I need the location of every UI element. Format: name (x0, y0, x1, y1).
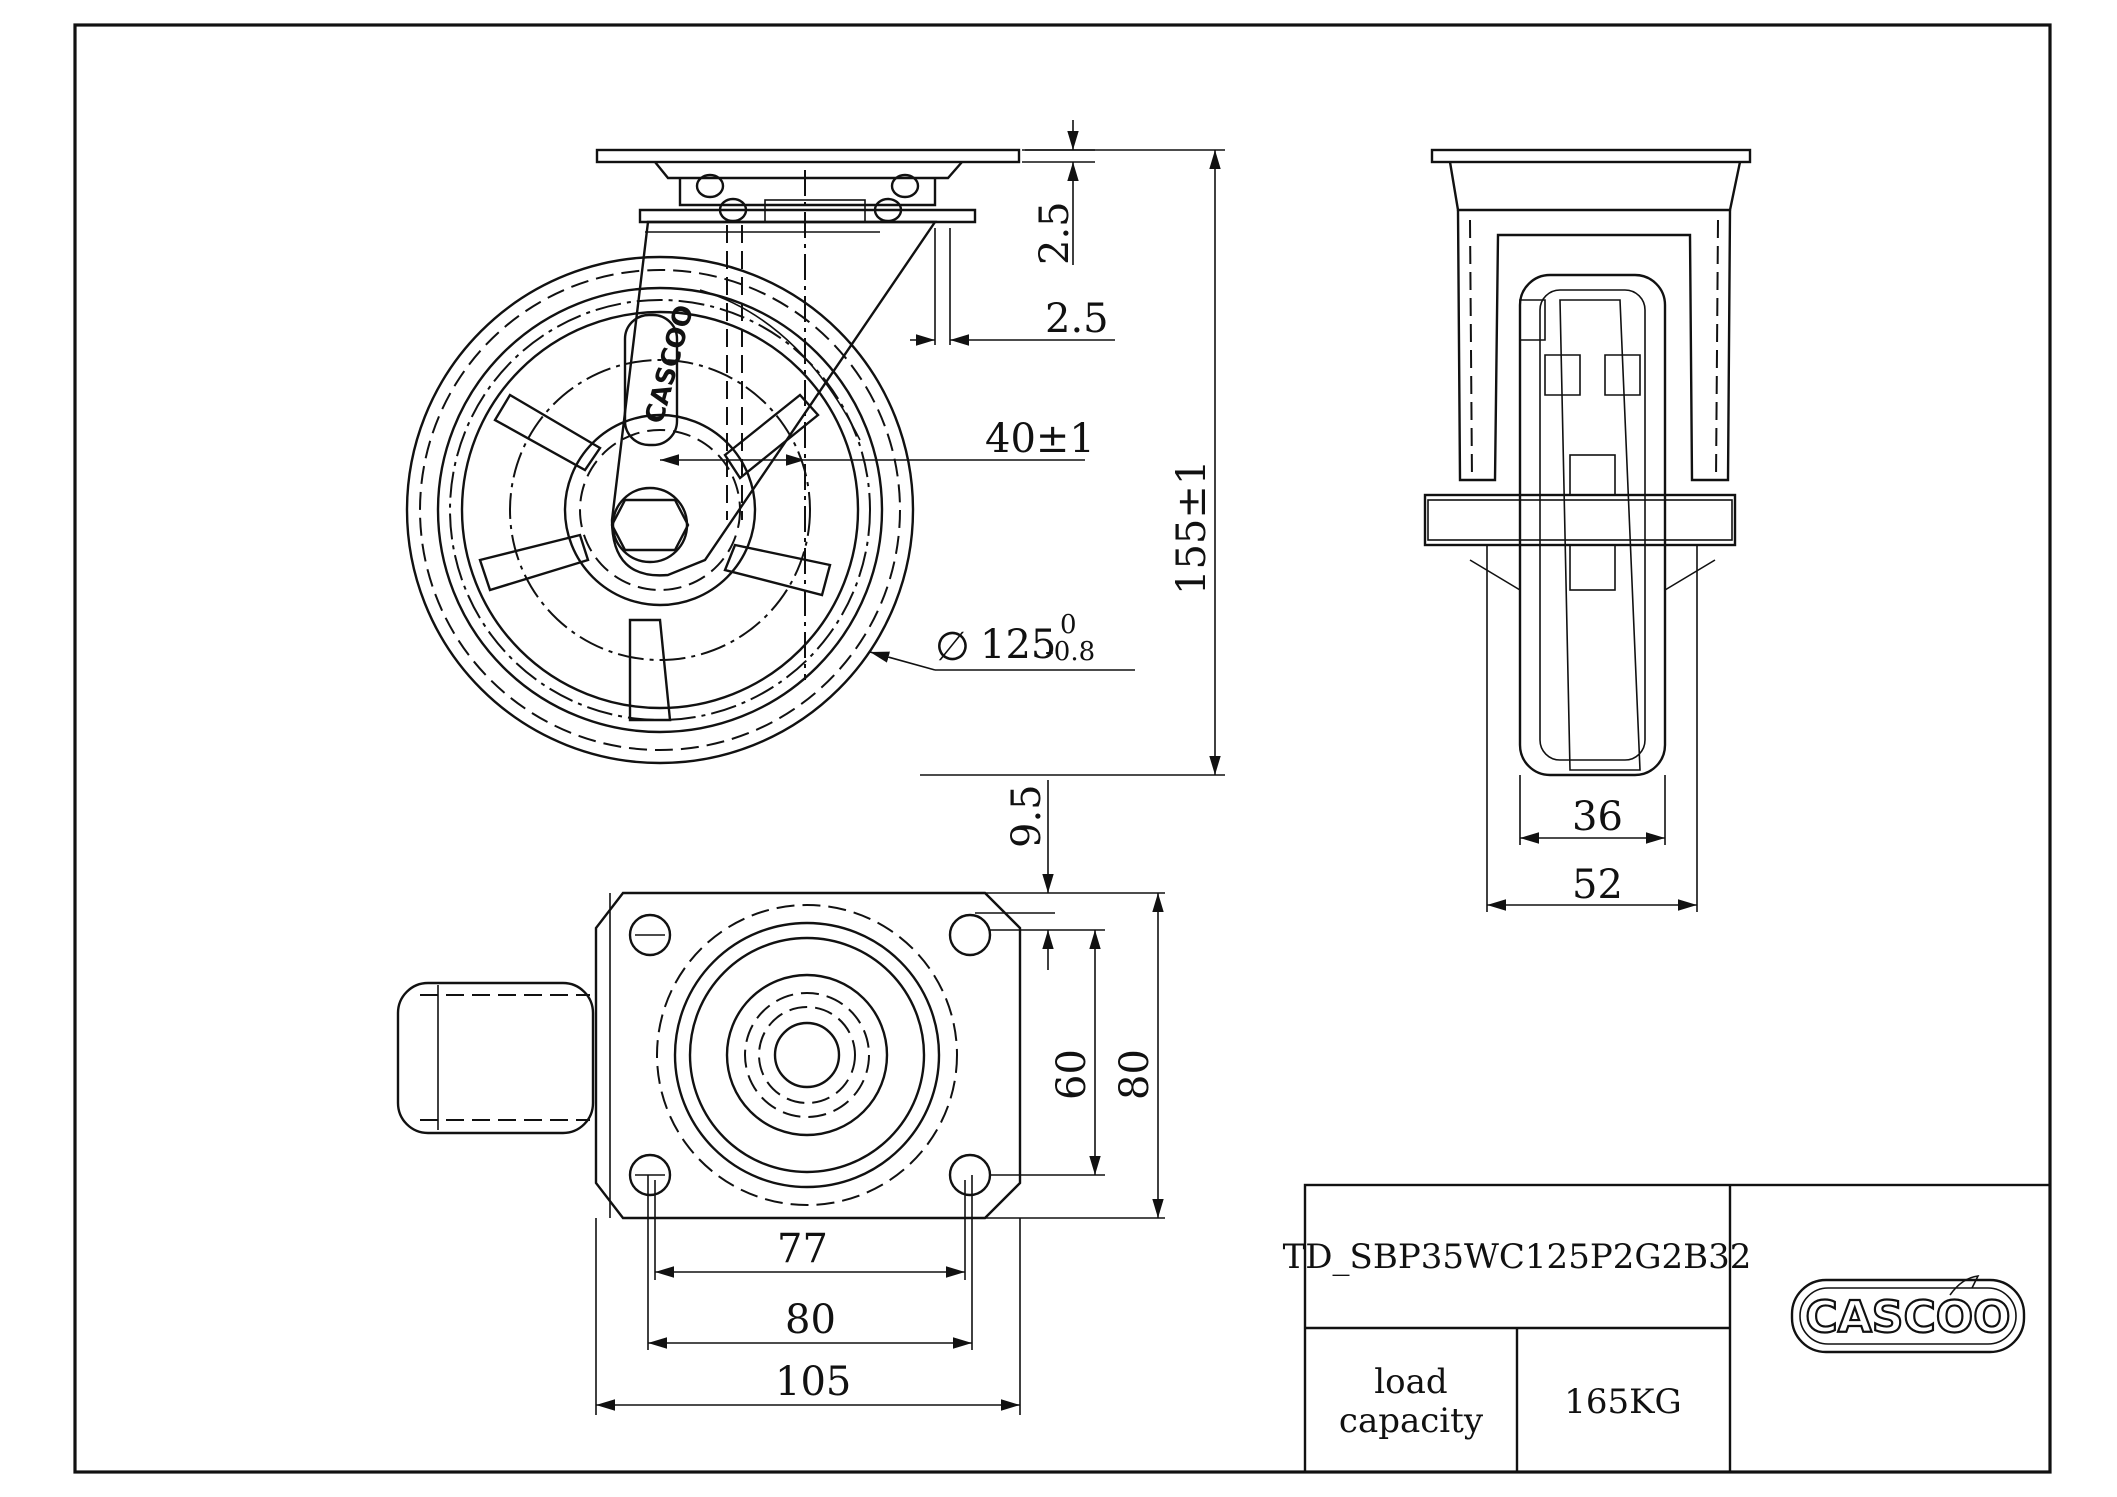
load-label-line2: capacity (1339, 1401, 1484, 1441)
brand-logo: CASCOO (1790, 1275, 2026, 1354)
drawing-frame (73, 23, 2052, 1474)
title-block: TD_SBP35WC125P2G2B32 load capacity 165KG (1283, 1183, 2052, 1474)
side-view (1423, 148, 1752, 777)
dim-top-gap: 2.5 (1032, 201, 1078, 265)
dim-fork-width: 52 (1572, 862, 1623, 908)
front-view-dimensions: 2.5 2.5 40±1 155±1 ∅ 125 0 -0.8 (660, 120, 1225, 776)
dim-diameter-symbol: ∅ (935, 624, 970, 670)
dim-offset: 2.5 (1045, 296, 1109, 342)
model-number: TD_SBP35WC125P2G2B32 (1283, 1237, 1752, 1277)
top-view-dimensions: 9.5 60 80 77 80 105 (595, 780, 1165, 1415)
dim-tread-width: 36 (1572, 794, 1623, 840)
top-view (396, 891, 1022, 1220)
side-view-dimensions: 36 52 (1486, 545, 1698, 912)
load-value: 165KG (1564, 1382, 1681, 1422)
dim-swivel-offset: 40±1 (985, 416, 1095, 462)
dim-wheel-tol-upper: 0 (1060, 610, 1077, 640)
svg-text:CASCOO: CASCOO (640, 302, 700, 427)
dim-hole-spacing-h-small: 77 (777, 1226, 828, 1272)
dim-hole-spacing-vertical: 60 (1049, 1049, 1095, 1100)
dim-plate-height: 80 (1112, 1049, 1158, 1100)
dim-total-height: 155±1 (1169, 460, 1215, 595)
dim-wheel-diameter: 125 (980, 622, 1056, 668)
dim-plate-width: 105 (775, 1359, 851, 1405)
dim-wheel-tol-lower: -0.8 (1045, 637, 1095, 667)
load-label-line1: load (1374, 1362, 1447, 1402)
dim-hole-spacing-h-large: 80 (785, 1297, 836, 1343)
brand-logo-text: CASCOO (1805, 1292, 2010, 1343)
front-view: CASCOO (405, 148, 1021, 765)
logo-arrow-icon (1949, 1275, 1980, 1296)
dim-hole-offset: 9.5 (1004, 784, 1050, 848)
